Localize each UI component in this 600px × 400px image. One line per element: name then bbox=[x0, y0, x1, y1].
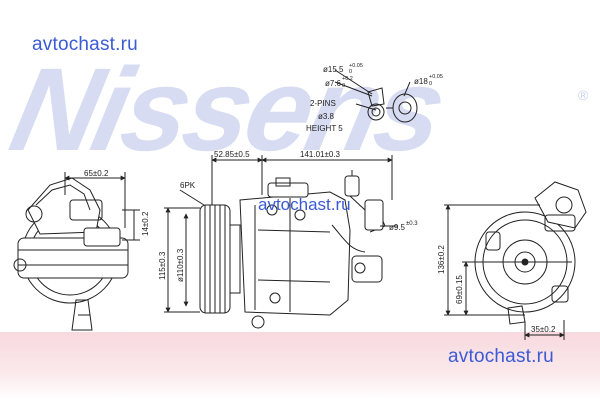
dim-pulley-110: ø110±0.3 bbox=[176, 248, 185, 282]
callout-d1-tol-top: +0.05 bbox=[349, 63, 363, 69]
callout-d1-tol-bot: 0 bbox=[349, 69, 352, 75]
dim-width-left: 65±0.2 bbox=[84, 169, 109, 178]
callout-d2-tol-top: +0.2 bbox=[342, 76, 353, 82]
callout-d2-tol-bot: 0 bbox=[342, 83, 345, 89]
registered-mark: ® bbox=[578, 87, 589, 103]
center-view bbox=[164, 155, 398, 329]
callout-d2: ø7.6 bbox=[325, 79, 342, 88]
left-view bbox=[13, 172, 140, 331]
watermark-site-mid: avtochast.ru bbox=[258, 195, 351, 214]
dim-width-35: 35±0.2 bbox=[531, 325, 556, 334]
pulley-type: 6PK bbox=[180, 181, 196, 190]
callout-d3: ø18 bbox=[414, 77, 428, 86]
dim-port-95-tol: ±0.3 bbox=[406, 221, 418, 227]
callout-d3-tol-top: +0.05 bbox=[429, 74, 443, 80]
dim-top-52: 52.85±0.5 bbox=[214, 150, 250, 159]
watermark-site-top: avtochast.ru bbox=[32, 34, 138, 55]
brand-watermark: Nissens ® bbox=[1, 44, 589, 176]
callout-d1: ø15.5 bbox=[323, 65, 344, 74]
callout-pin-dia: ø3.8 bbox=[318, 112, 335, 121]
dim-offset-14: 14±0.2 bbox=[141, 211, 150, 236]
callout-d3-tol-bot: 0 bbox=[429, 81, 432, 87]
port-callout bbox=[334, 69, 418, 123]
right-view bbox=[444, 181, 587, 340]
dim-height-69: 69±0.15 bbox=[455, 275, 464, 304]
dim-height-136: 136±0.2 bbox=[437, 245, 446, 274]
brand-logo: Nissens bbox=[1, 44, 454, 176]
pink-band bbox=[0, 332, 600, 400]
dim-port-95: ø9.5 bbox=[389, 223, 406, 232]
callout-height: HEIGHT 5 bbox=[306, 124, 343, 133]
dim-top-141: 141.01±0.3 bbox=[300, 150, 341, 159]
watermark-site-bottom: avtochast.ru bbox=[448, 346, 554, 367]
dim-pulley-115: 115±0.3 bbox=[158, 251, 167, 280]
callout-pins: 2-PINS bbox=[310, 99, 336, 108]
